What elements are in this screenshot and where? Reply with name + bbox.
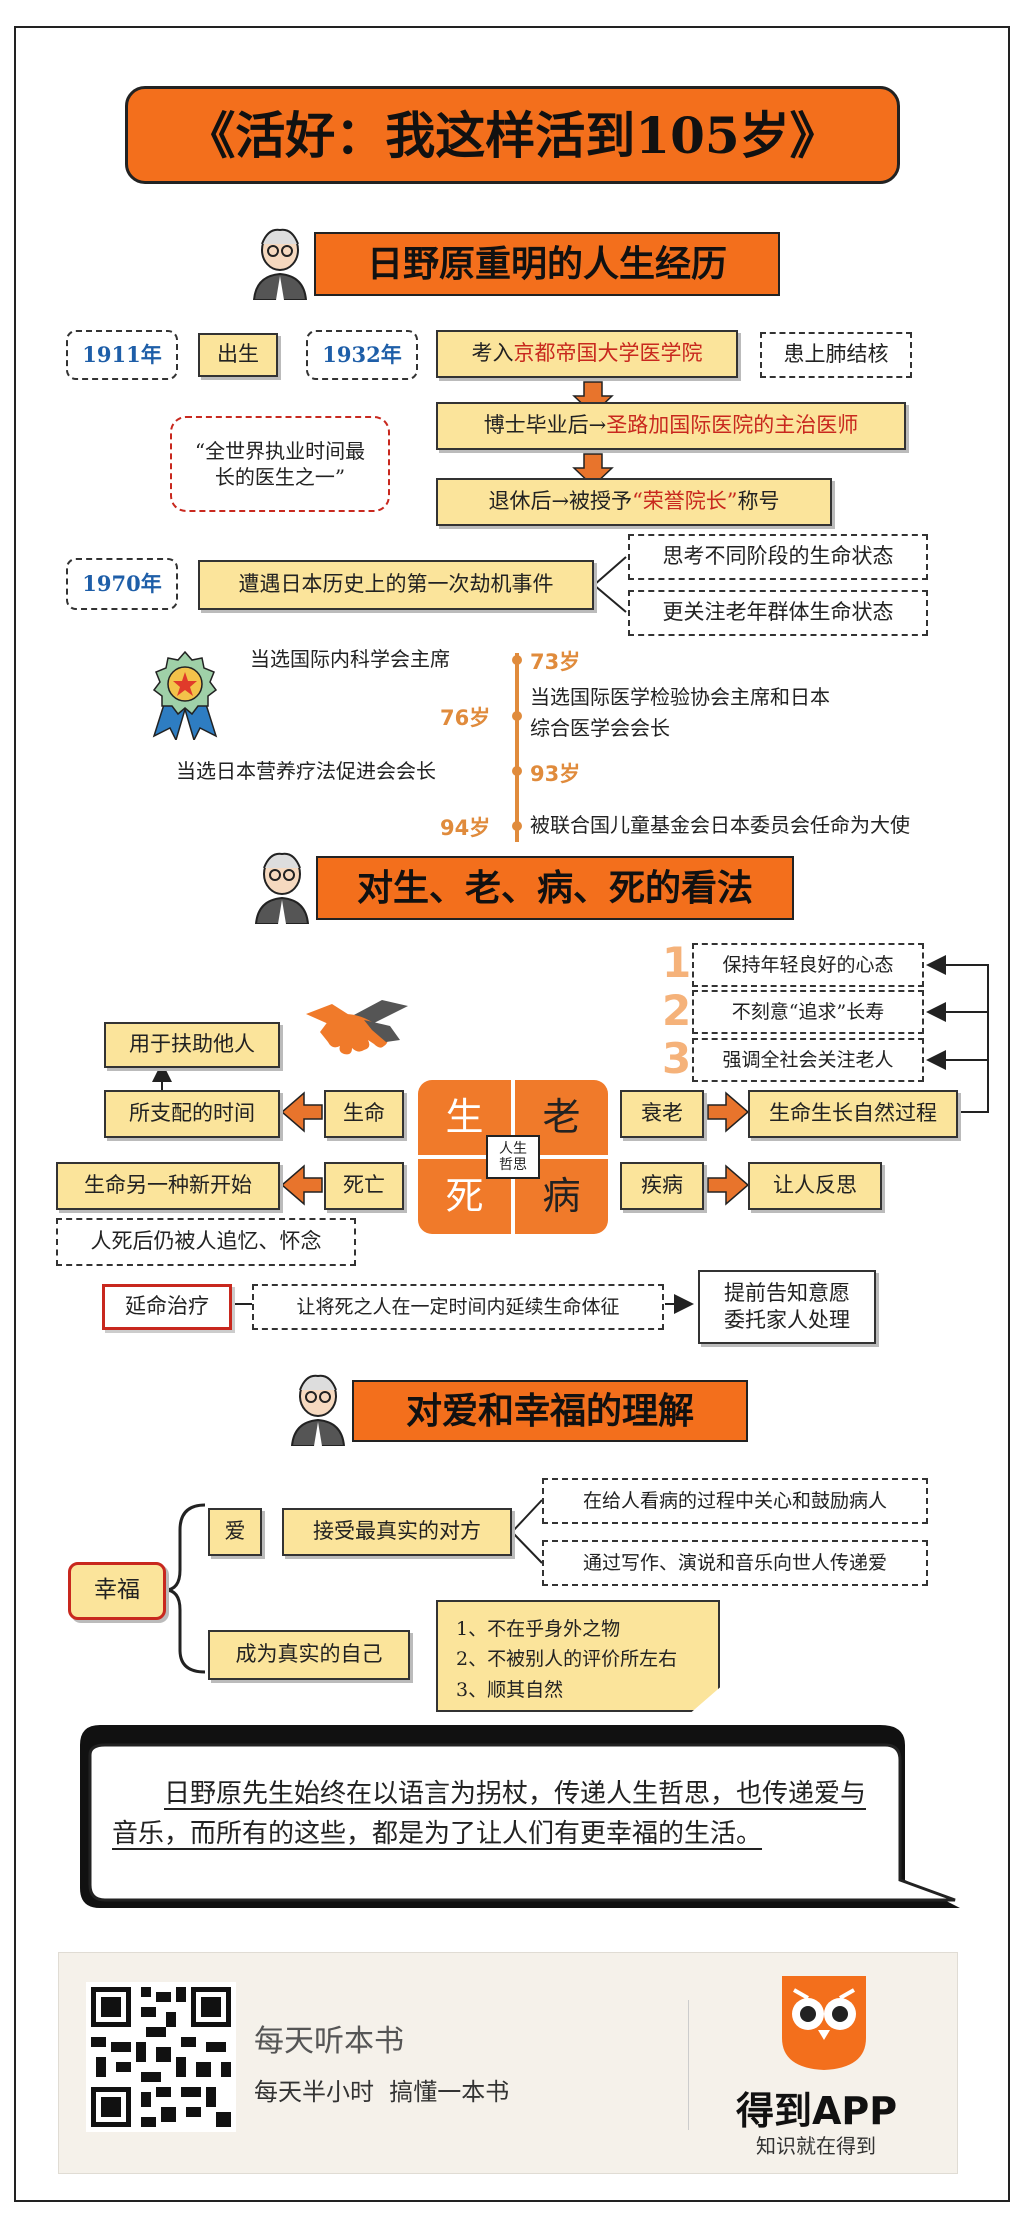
true-self-box: 成为真实的自己 — [208, 1630, 410, 1680]
care-box: 在给人看病的过程中关心和鼓励病人 — [542, 1478, 928, 1524]
qr-code — [86, 1982, 236, 2132]
owl-logo-icon — [778, 1972, 870, 2072]
think-box-2: 更关注老年群体生命状态 — [628, 590, 928, 636]
timeline-age-1: 73岁 — [530, 650, 581, 674]
new-start-box: 生命另一种新开始 — [56, 1162, 280, 1210]
timeline-age-4: 94岁 — [440, 816, 491, 840]
life-box: 生命 — [324, 1090, 404, 1138]
tip-item: 1、不在乎身外之物 — [456, 1618, 621, 1640]
page-title: 《活好：我这样活到105岁》 — [125, 86, 900, 184]
retire-title: “荣誉院长” — [632, 489, 738, 514]
accept-box: 接受最真实的对方 — [282, 1508, 512, 1556]
prolong-desc: 让将死之人在一定时间内延续生命体征 — [252, 1284, 664, 1330]
born-box: 出生 — [198, 333, 278, 377]
time-box: 所支配的时间 — [104, 1090, 280, 1138]
think-box-1: 思考不同阶段的生命状态 — [628, 534, 928, 580]
section-heading-views: 对生、老、病、死的看法 — [316, 856, 794, 920]
timeline-age-3: 93岁 — [530, 762, 581, 786]
tip-3: 强调全社会关注老人 — [692, 1038, 924, 1082]
year-1970: 1970年 — [66, 558, 178, 610]
natural-box: 生命生长自然过程 — [748, 1090, 958, 1138]
retire-box: 退休后→被授予“荣誉院长”称号 — [436, 478, 832, 526]
death-box: 死亡 — [324, 1162, 404, 1210]
enter-school-box: 考入京都帝国大学医学院 — [436, 330, 738, 378]
tb-box: 患上肺结核 — [760, 332, 912, 378]
tip-1: 保持年轻良好的心态 — [692, 943, 924, 987]
advance-box: 提前告知意愿委托家人处理 — [698, 1270, 876, 1344]
reflect-box: 让人反思 — [748, 1162, 882, 1210]
divider — [688, 2000, 689, 2130]
phd-box: 博士毕业后→圣路加国际医院的主治医师 — [436, 402, 906, 450]
hospital-role: 圣路加国际医院的主治医师 — [606, 413, 859, 438]
year-1911: 1911年 — [66, 330, 178, 380]
page-frame — [14, 26, 1010, 2202]
grid-center: 人生哲思 — [486, 1135, 540, 1179]
quote-bubble: “全世界执业时间最长的医生之一” — [170, 416, 390, 512]
timeline-text-4: 被联合国儿童基金会日本委员会任命为大使 — [530, 813, 910, 837]
retire-suffix: 称号 — [737, 489, 780, 514]
school-name: 京都帝国大学医学院 — [513, 341, 703, 366]
summary-text: 日野原先生始终在以语言为拐杖，传递人生哲思，也传递爱与音乐，而所有的这些，都是为… — [112, 1779, 867, 1850]
phd-prefix: 博士毕业后→ — [483, 413, 607, 438]
avatar — [250, 848, 314, 924]
app-slogan: 知识就在得到 — [756, 2134, 876, 2158]
happiness-box: 幸福 — [68, 1562, 166, 1620]
love-box: 爱 — [208, 1508, 262, 1556]
disease-box: 疾病 — [620, 1162, 704, 1210]
aging-box: 衰老 — [620, 1090, 704, 1138]
year-1932: 1932年 — [306, 330, 418, 380]
timeline-age-2: 76岁 — [440, 706, 491, 730]
section-heading-love: 对爱和幸福的理解 — [352, 1380, 748, 1442]
tip-item: 3、顺其自然 — [456, 1678, 564, 1701]
life-philosophy-grid: 生 老 死 病 人生哲思 — [418, 1080, 608, 1234]
avatar — [248, 224, 312, 300]
timeline-text-2: 当选国际医学检验协会主席和日本综合医学会会长 — [530, 685, 830, 740]
tip-item: 2、不被别人的评价所左右 — [456, 1648, 678, 1671]
number-3: 3 — [662, 1034, 692, 1083]
half-hour-slogan: 每天半小时 搞懂一本书 — [254, 2078, 510, 2106]
avatar — [286, 1370, 350, 1446]
number-2: 2 — [662, 986, 692, 1035]
handshake-icon — [302, 996, 412, 1062]
retire-prefix: 退休后→被授予 — [488, 489, 633, 514]
timeline-text-1: 当选国际内科学会主席 — [250, 647, 450, 671]
help-others-box: 用于扶助他人 — [104, 1022, 280, 1068]
event-box: 遭遇日本历史上的第一次劫机事件 — [198, 560, 594, 610]
prolong-box: 延命治疗 — [102, 1284, 232, 1330]
timeline-text-3: 当选日本营养疗法促进会会长 — [176, 759, 436, 783]
tip-2: 不刻意“追求”长寿 — [692, 990, 924, 1034]
remember-box: 人死后仍被人追忆、怀念 — [56, 1218, 356, 1266]
listen-daily: 每天听本书 — [254, 2024, 404, 2059]
tips-note: 1、不在乎身外之物 2、不被别人的评价所左右 3、顺其自然 — [436, 1600, 720, 1712]
spread-box: 通过写作、演说和音乐向世人传递爱 — [542, 1540, 928, 1586]
section-heading-life: 日野原重明的人生经历 — [314, 232, 780, 296]
number-1: 1 — [662, 938, 692, 987]
enter-prefix: 考入 — [471, 341, 514, 366]
app-name: 得到APP — [736, 2089, 898, 2133]
medal-icon — [146, 650, 224, 740]
